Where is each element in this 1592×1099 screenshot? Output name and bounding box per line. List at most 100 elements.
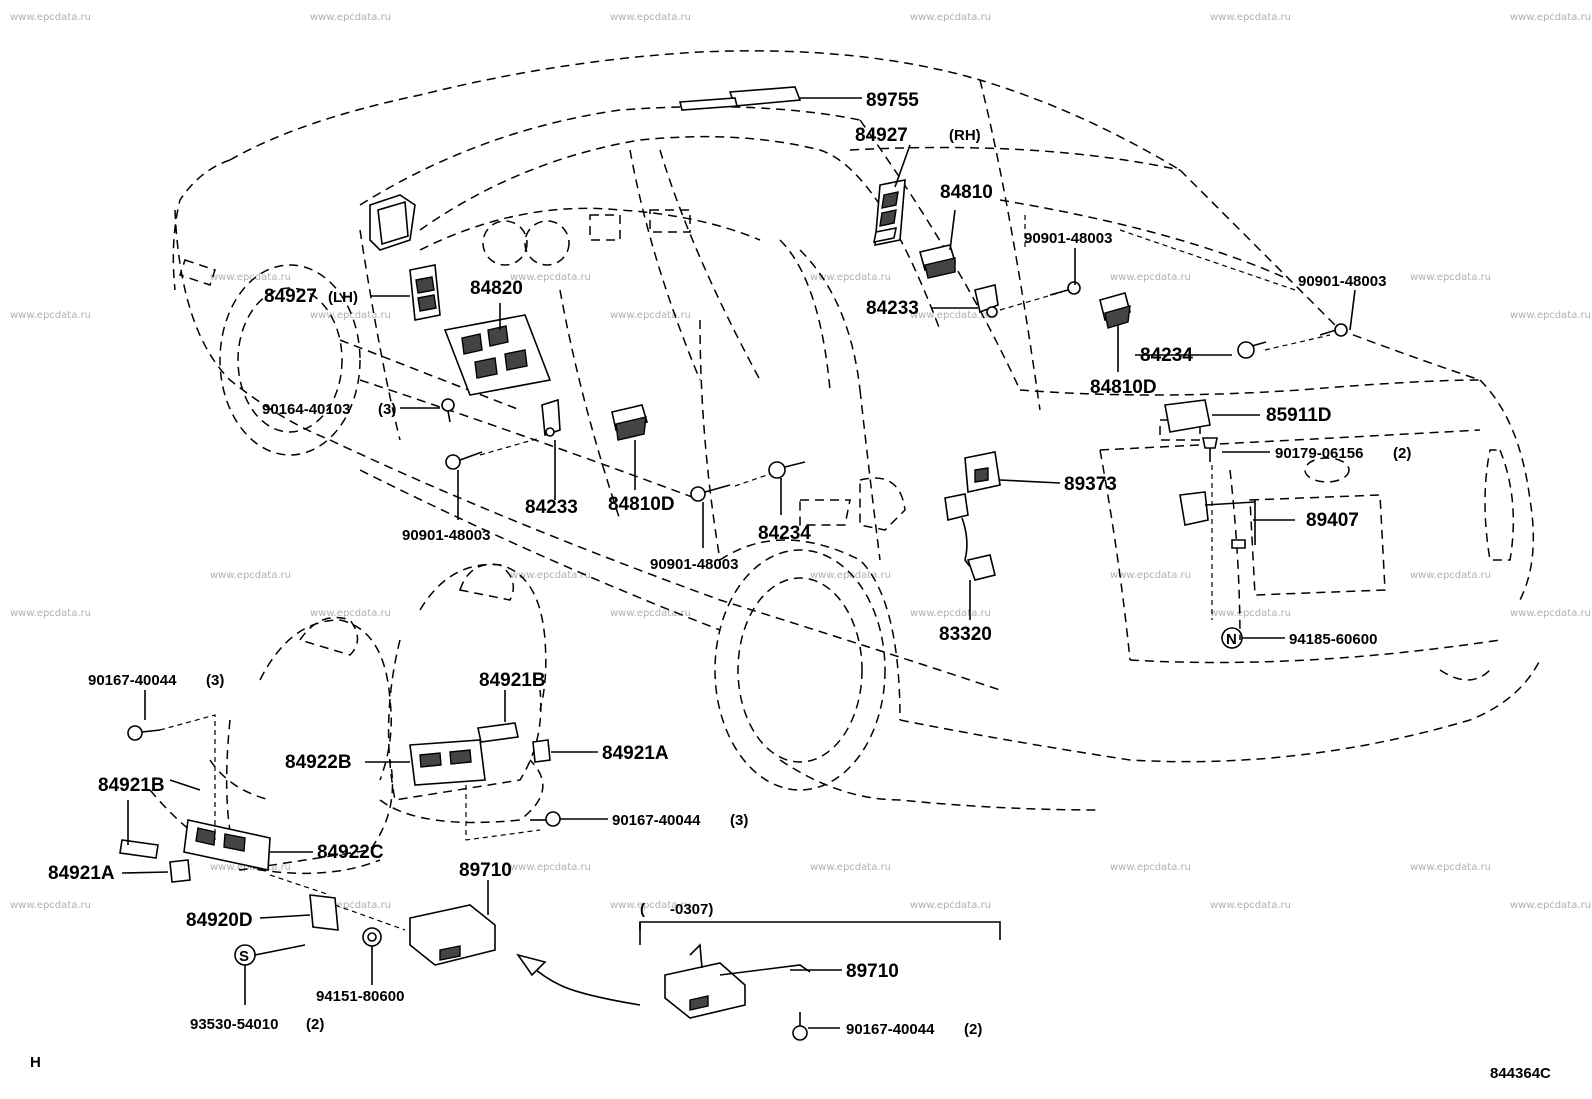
- label-84234-a: 84234: [1140, 345, 1193, 366]
- part-83320-sensor: [944, 493, 996, 581]
- label-89710-b: 89710: [846, 961, 899, 982]
- watermark: www.epcdata.ru: [1210, 12, 1291, 23]
- watermark: www.epcdata.ru: [610, 608, 691, 619]
- label-84921b-a: 84921B: [479, 670, 546, 691]
- label-84920d: 84920D: [186, 910, 253, 931]
- watermark: www.epcdata.ru: [1110, 272, 1191, 283]
- watermark: www.epcdata.ru: [310, 900, 391, 911]
- watermark: www.epcdata.ru: [910, 310, 991, 321]
- label-84820: 84820: [470, 278, 523, 299]
- watermark: www.epcdata.ru: [810, 862, 891, 873]
- watermark: www.epcdata.ru: [610, 12, 691, 23]
- watermark: www.epcdata.ru: [610, 900, 691, 911]
- watermarks: www.epcdata.ru www.epcdata.ru www.epcdat…: [10, 12, 1591, 911]
- part-84233-left: [541, 398, 561, 437]
- seats-outline: [149, 563, 547, 875]
- part-84234-left: [768, 461, 806, 479]
- label-84234-b: 84234: [758, 523, 811, 544]
- label-lh: (LH): [328, 289, 358, 306]
- label-84922c: 84922C: [317, 842, 384, 863]
- label-rh: (RH): [949, 127, 981, 144]
- watermark: www.epcdata.ru: [1510, 608, 1591, 619]
- watermark: www.epcdata.ru: [610, 310, 691, 321]
- label-84921b-b: 84921B: [98, 775, 165, 796]
- watermark: www.epcdata.ru: [1510, 900, 1591, 911]
- label-93530: 93530-54010: [190, 1016, 278, 1033]
- watermark: www.epcdata.ru: [310, 310, 391, 321]
- watermark: www.epcdata.ru: [510, 570, 591, 581]
- range-bracket: [639, 921, 1001, 945]
- part-90179-bolt: [1202, 437, 1218, 462]
- watermark: www.epcdata.ru: [1410, 862, 1491, 873]
- label-90167-c: 90167-40044: [846, 1021, 935, 1038]
- part-84927-rh-switch: [872, 179, 906, 246]
- label-89407: 89407: [1306, 510, 1359, 531]
- watermark: www.epcdata.ru: [310, 608, 391, 619]
- part-84810d-left: [611, 404, 649, 441]
- watermark: www.epcdata.ru: [910, 900, 991, 911]
- range-note: ( -0307): [640, 901, 713, 918]
- label-90167-a: 90167-40044: [88, 672, 177, 689]
- mark-n: N: [1221, 627, 1243, 649]
- watermark: www.epcdata.ru: [10, 12, 91, 23]
- watermark: www.epcdata.ru: [210, 570, 291, 581]
- part-90167-bolt-top-left: [127, 725, 161, 741]
- part-90901-screw-middle: [690, 484, 731, 502]
- label-90167-a-qty: (3): [206, 672, 224, 689]
- watermark: www.epcdata.ru: [1110, 862, 1191, 873]
- label-90167-b: 90167-40044: [612, 812, 701, 829]
- car-body-outline: [172, 50, 1541, 811]
- label-94151: 94151-80600: [316, 988, 404, 1005]
- watermark: www.epcdata.ru: [1510, 310, 1591, 321]
- label-90164: 90164-40103: [262, 401, 350, 418]
- part-84922b: [409, 739, 486, 786]
- label-93530-qty: (2): [306, 1016, 324, 1033]
- watermark: www.epcdata.ru: [10, 310, 91, 321]
- label-90179: 90179-06156: [1275, 445, 1363, 462]
- watermark: www.epcdata.ru: [1410, 272, 1491, 283]
- part-89407-sensor: [1179, 491, 1256, 549]
- label-90901-c: 90901-48003: [402, 527, 490, 544]
- watermark: www.epcdata.ru: [810, 272, 891, 283]
- watermark: www.epcdata.ru: [10, 900, 91, 911]
- label-84921a-b: 84921A: [48, 863, 115, 884]
- label-84233-a: 84233: [866, 298, 919, 319]
- part-84810-switch: [919, 244, 956, 279]
- part-89755-module: [678, 86, 802, 111]
- label-84927-rh: 84927: [855, 125, 908, 146]
- part-84810d-right: [1099, 292, 1131, 329]
- part-84921a-left: [169, 859, 191, 883]
- label-84810d-b: 84810D: [608, 494, 675, 515]
- label-90901-a: 90901-48003: [1024, 230, 1112, 247]
- part-84921b-left: [119, 839, 159, 859]
- label-84922b: 84922B: [285, 752, 352, 773]
- watermark: www.epcdata.ru: [1110, 570, 1191, 581]
- label-94185: 94185-60600: [1289, 631, 1377, 648]
- watermark: www.epcdata.ru: [910, 12, 991, 23]
- mark-s-label: S: [239, 948, 249, 965]
- part-84921b-right: [477, 722, 519, 743]
- label-84921a-a: 84921A: [602, 743, 669, 764]
- label-89373: 89373: [1064, 474, 1117, 495]
- label-84810d-a: 84810D: [1090, 377, 1157, 398]
- watermark: www.epcdata.ru: [210, 272, 291, 283]
- part-84927-lh-switch: [409, 264, 441, 321]
- part-90167-bolt-middle: [530, 811, 561, 827]
- part-89710-module-inset: [664, 943, 811, 1019]
- label-90901-d: 90901-48003: [650, 556, 738, 573]
- part-90164-screw: [441, 398, 455, 423]
- watermark: www.epcdata.ru: [810, 570, 891, 581]
- part-85911d: [1164, 399, 1211, 433]
- mark-n-label: N: [1226, 631, 1237, 648]
- watermark: www.epcdata.ru: [1210, 608, 1291, 619]
- watermark: www.epcdata.ru: [1210, 900, 1291, 911]
- label-90179-qty: (2): [1393, 445, 1411, 462]
- label-90167-b-qty: (3): [730, 812, 748, 829]
- mark-s: S: [234, 944, 256, 966]
- watermark: www.epcdata.ru: [210, 862, 291, 873]
- label-90901-b: 90901-48003: [1298, 273, 1386, 290]
- watermark: www.epcdata.ru: [1410, 570, 1491, 581]
- watermark: www.epcdata.ru: [510, 862, 591, 873]
- part-90167-bolt-inset: [792, 1012, 808, 1041]
